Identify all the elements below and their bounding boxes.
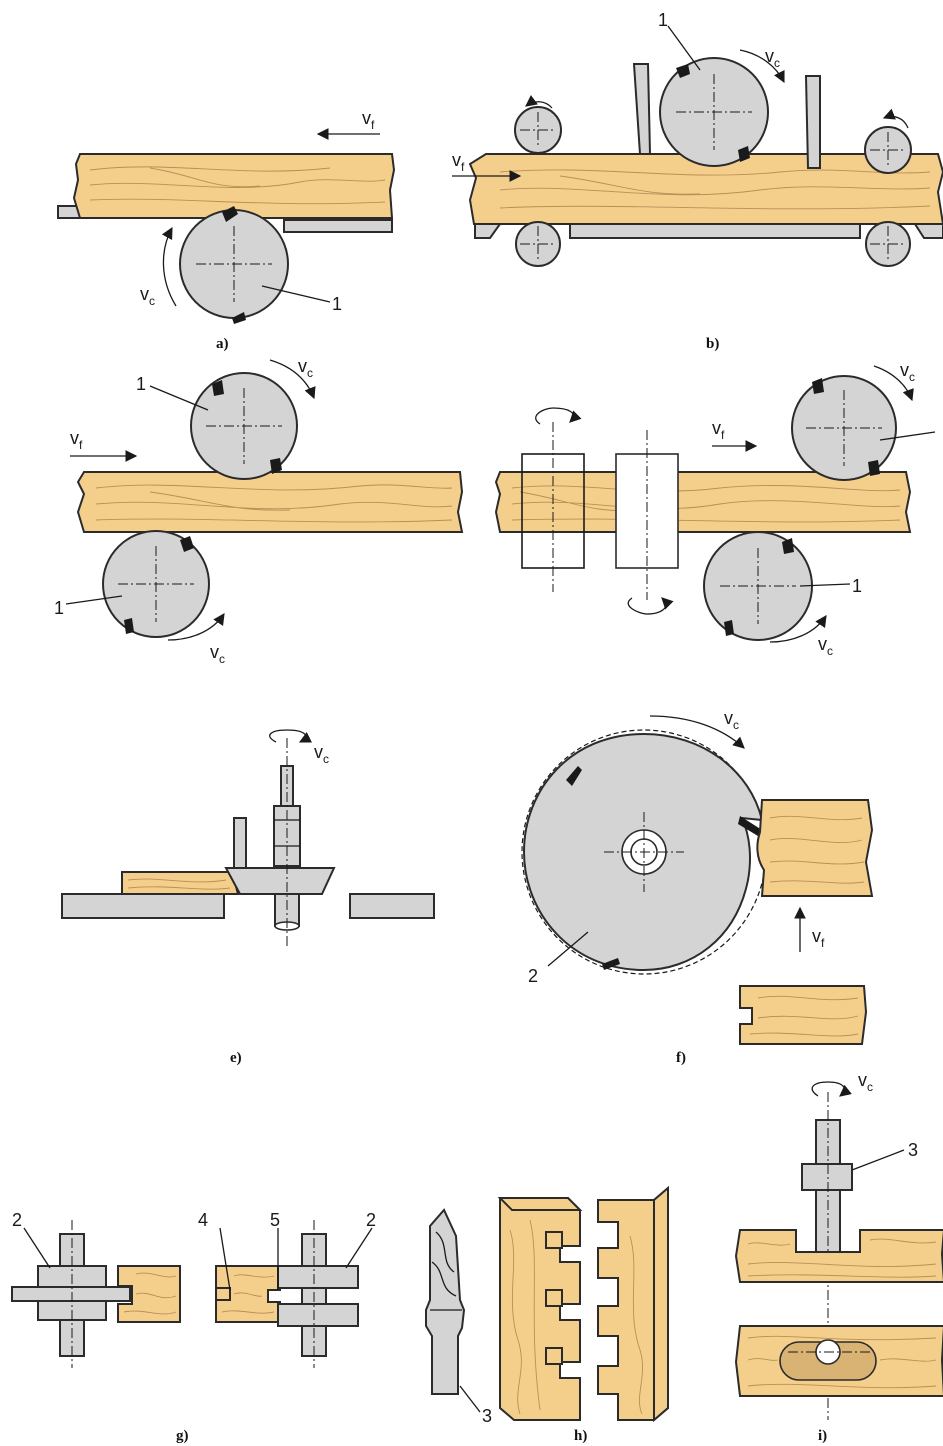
table-right [349,893,435,919]
pressure-shoe [632,63,652,155]
workpiece [494,471,912,533]
panel-g: 2 4 5 2 g) [11,1210,376,1444]
knife [868,460,880,476]
knife [676,64,690,78]
vc-label: vc [298,356,313,380]
knife [270,458,282,474]
vc-label: vc [818,634,833,658]
tooth [602,958,620,970]
workpiece [756,799,874,897]
tooth [738,816,762,836]
vc-label: vc [765,46,780,70]
callout-1: 1 [136,374,146,394]
cutter-disc-lower [277,1303,359,1327]
collet [801,1163,853,1191]
caption-b: b) [706,336,719,352]
grooved-workpiece [739,985,868,1045]
caption-i: i) [818,1428,827,1444]
workpiece-section [734,1229,943,1283]
panel-c: 1 1 vc vc vf [54,356,464,666]
caption-h: h) [574,1428,587,1444]
panel-f: vc vf 2 f) [521,708,874,1066]
panel-i: vc 3 i) [734,1070,943,1444]
profile-cutter [224,867,336,895]
panel-b: 1 vc vf b) [452,10,943,352]
callout-1: 1 [658,10,668,30]
callout-5: 5 [270,1210,280,1230]
callout-1: 1 [852,576,862,596]
callout-2: 2 [366,1210,376,1230]
vf-label: vf [712,418,725,442]
panel-d: 1 vc vc vf [494,360,936,658]
knife [212,380,224,396]
callout-4: 4 [198,1210,208,1230]
tooth [566,766,582,786]
panel-e: vc e) [61,729,435,1066]
vc-label: vc [140,284,155,308]
caption-a: a) [216,336,229,352]
vf-label: vf [362,108,375,132]
workpiece [76,471,464,533]
knife [782,538,794,554]
knife [180,536,194,552]
callout-1: 1 [54,598,64,618]
vf-label: vf [452,150,465,174]
cutter-disc [11,1286,131,1302]
dovetail-board-left [499,1197,581,1421]
table-right [283,219,393,233]
vc-label: vc [900,360,915,384]
fence [233,817,247,869]
pressure-shoe [804,75,821,169]
vc-label: vc [724,708,739,732]
panel-h: 3 h) [425,1185,669,1444]
knife [222,206,238,222]
caption-f: f) [676,1050,686,1066]
cutter-disc-upper [277,1265,359,1289]
router-bit [425,1208,466,1395]
bed [569,223,861,239]
vf-label: vf [70,428,83,452]
callout-3: 3 [482,1406,492,1426]
callout-2: 2 [12,1210,22,1230]
panel-a: 1 vc vf a) [57,108,396,352]
knife [232,312,246,324]
vc-label: vc [314,742,329,766]
vf-label: vf [812,926,825,950]
caption-g: g) [176,1428,189,1444]
callout-2: 2 [528,966,538,986]
knife [812,378,824,394]
knife [124,618,134,634]
workpiece [121,871,240,895]
vc-label: vc [858,1070,873,1094]
callout-3: 3 [908,1140,918,1160]
caption-e: e) [230,1050,242,1066]
table-left [61,893,225,919]
callout-1: 1 [332,294,342,314]
knife [724,620,734,636]
vc-label: vc [210,642,225,666]
knife [738,146,750,162]
